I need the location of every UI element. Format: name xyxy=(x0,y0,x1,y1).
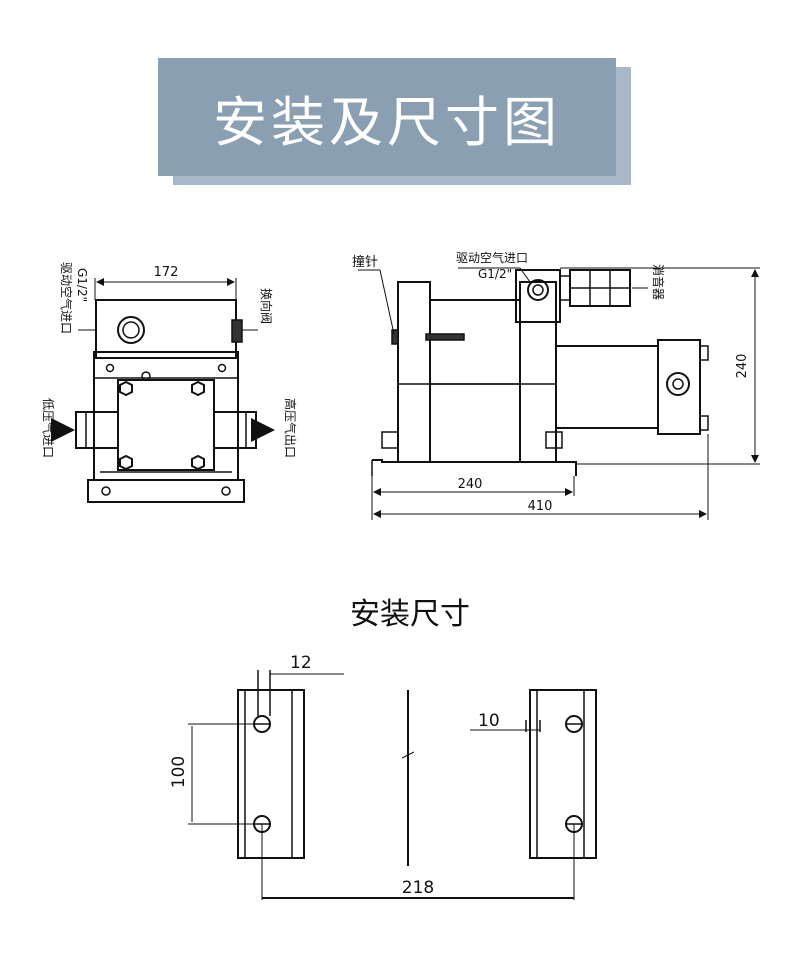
dim-side-base: 240 xyxy=(458,477,483,492)
label-high-outlet: 高压气出口 xyxy=(283,398,298,458)
page-title: 安装及尺寸图 xyxy=(213,90,561,154)
front-view xyxy=(51,278,275,503)
install-drawing xyxy=(188,670,597,900)
dim-side-height: 240 xyxy=(735,354,750,379)
label-low-inlet: 低压气进口 xyxy=(41,398,56,458)
dim-slot: 12 xyxy=(290,653,312,673)
side-view xyxy=(358,267,760,520)
dim-vertical: 100 xyxy=(169,756,189,788)
dim-front-width: 172 xyxy=(154,265,179,280)
label-side-drive-air: 驱动空气进口 xyxy=(456,250,528,265)
label-front-drive-air: 驱动空气进口 xyxy=(59,262,74,334)
dim-side-length: 410 xyxy=(528,499,553,514)
label-valve: 换向阀 xyxy=(259,288,274,324)
label-front-thread: G1/2" xyxy=(75,268,89,302)
title-banner: 安装及尺寸图 xyxy=(158,58,616,176)
install-title: 安装尺寸 xyxy=(350,597,470,632)
label-muffler: 消音器 xyxy=(651,264,666,300)
dim-hole: 10 xyxy=(478,711,500,731)
label-side-thread: G1/2" xyxy=(478,267,512,281)
label-pin: 撞针 xyxy=(352,255,378,270)
dim-span: 218 xyxy=(402,878,434,898)
